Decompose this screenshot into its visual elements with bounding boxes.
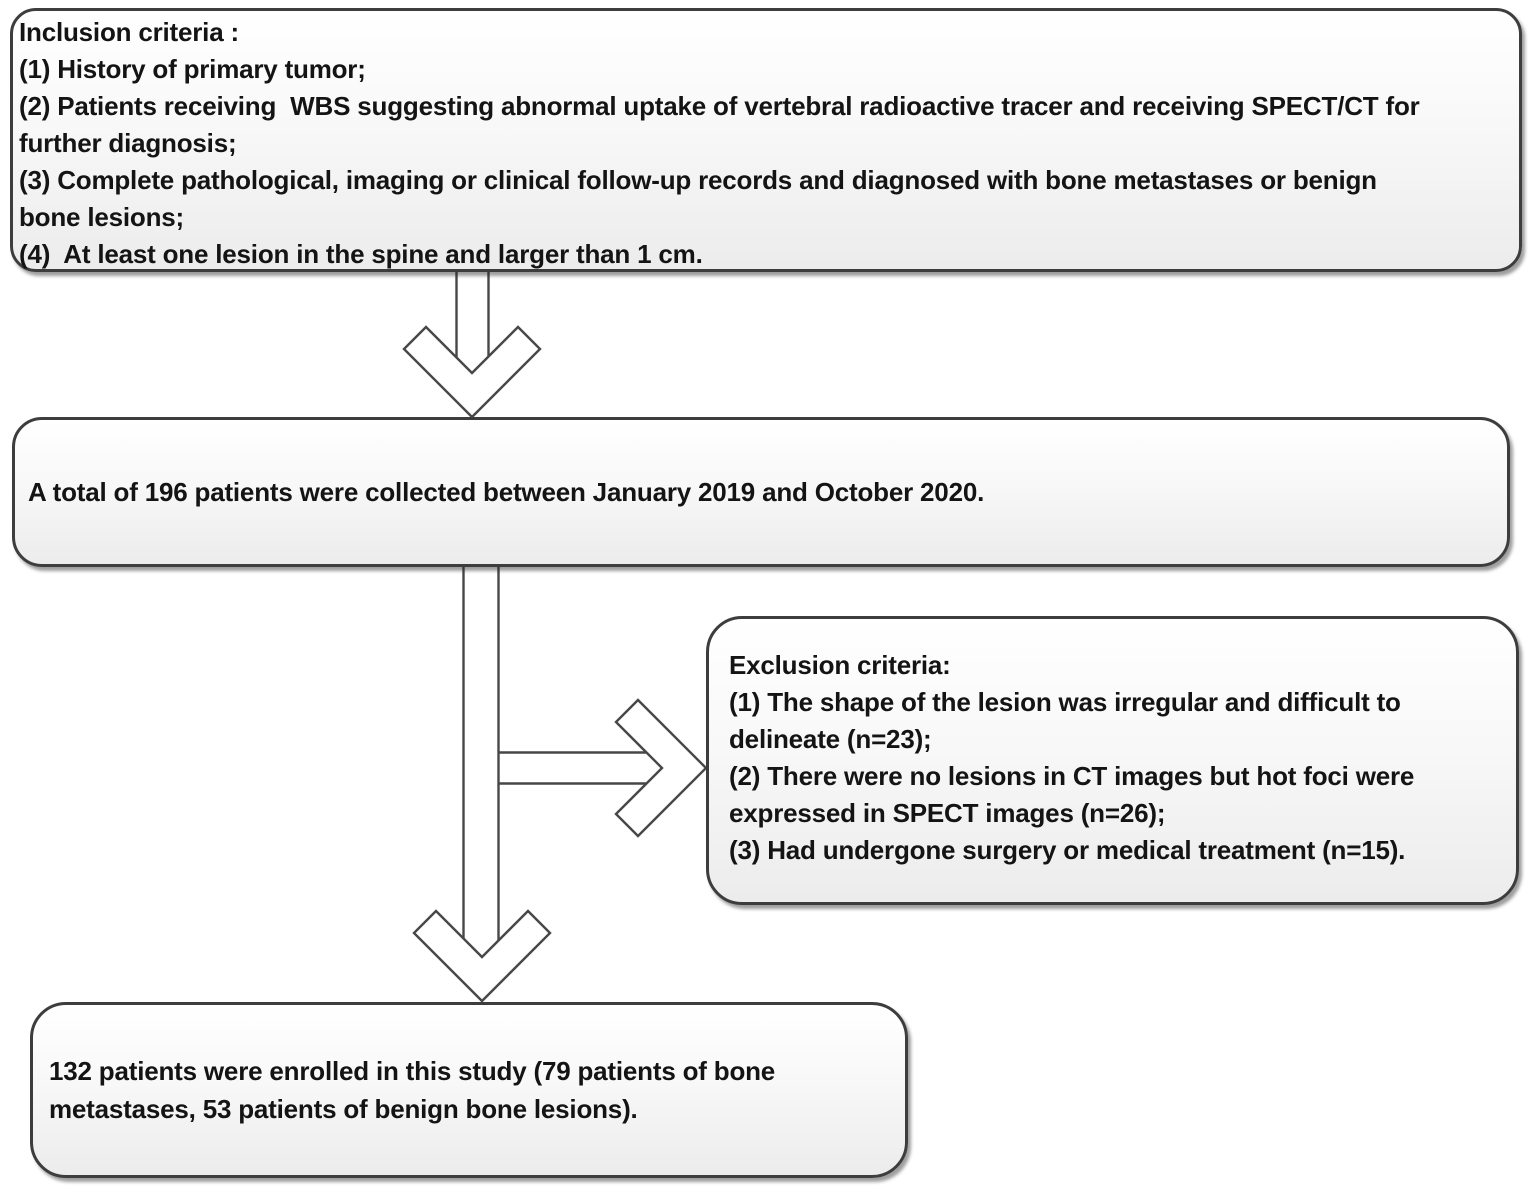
right-arrowhead-chevron [614, 698, 708, 838]
inclusion-item-3: (3) Complete pathological, imaging or cl… [19, 165, 1377, 195]
inclusion-item-1: (1) History of primary tumor; [19, 54, 366, 84]
inclusion-title: Inclusion criteria : [19, 17, 239, 47]
exclusion-item-1: (1) The shape of the lesion was irregula… [729, 687, 1401, 717]
inclusion-item-3-cont: bone lesions; [19, 202, 184, 232]
exclusion-criteria-box: Exclusion criteria: (1) The shape of the… [706, 616, 1519, 905]
exclusion-item-2: (2) There were no lesions in CT images b… [729, 761, 1415, 791]
enrolled-box: 132 patients were enrolled in this study… [30, 1002, 908, 1178]
cohort-text: A total of 196 patients were collected b… [28, 477, 985, 507]
cohort-box: A total of 196 patients were collected b… [12, 417, 1510, 567]
down-arrow-icon-inclusion-to-cohort [402, 272, 542, 419]
exclusion-item-3: (3) Had undergone surgery or medical tre… [729, 835, 1406, 865]
down-arrowhead-chevron [402, 325, 542, 419]
exclusion-title: Exclusion criteria: [729, 650, 951, 680]
down-arrowhead-chevron [412, 909, 552, 1003]
right-arrow-icon-branch-to-exclusion [498, 698, 708, 838]
inclusion-item-2: (2) Patients receiving WBS suggesting ab… [19, 91, 1420, 121]
down-arrow-icon-cohort-to-enrolled [412, 566, 552, 1003]
inclusion-item-2-cont: further diagnosis; [19, 128, 237, 158]
enrolled-text-line-1: 132 patients were enrolled in this study… [49, 1056, 776, 1086]
exclusion-item-2-cont: expressed in SPECT images (n=26); [729, 798, 1166, 828]
inclusion-criteria-box: Inclusion criteria : (1) History of prim… [10, 8, 1522, 272]
exclusion-item-1-cont: delineate (n=23); [729, 724, 932, 754]
inclusion-item-4: (4) At least one lesion in the spine and… [19, 239, 703, 269]
enrolled-text-line-2: metastases, 53 patients of benign bone l… [49, 1094, 638, 1124]
